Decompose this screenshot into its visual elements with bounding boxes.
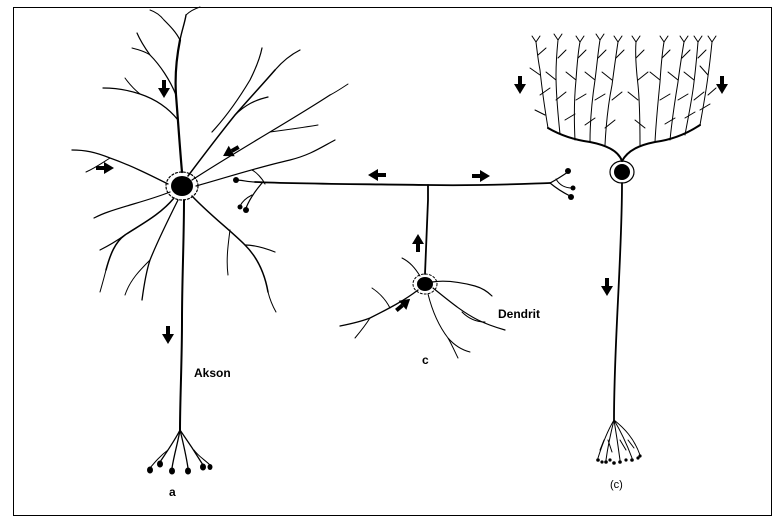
neuron-c-paren-label: (c) (610, 479, 623, 491)
neuron-a-terminal-boutons (147, 461, 213, 475)
neuron-a-axon (180, 200, 184, 430)
right-arrow-icon (472, 170, 490, 182)
neuron-c-terminal-boutons (233, 168, 576, 213)
right-arrow-icon (96, 162, 114, 174)
purkinje-dendritic-tree (530, 34, 716, 145)
down-arrow-icon (514, 76, 526, 94)
neuron-c-soma (417, 277, 433, 291)
neuron-c-label: c (422, 353, 429, 367)
neuron-purkinje (530, 34, 716, 465)
dendrit-label: Dendrit (498, 307, 540, 321)
signal-arrows (96, 76, 728, 344)
neuron-a (72, 7, 348, 468)
down-arrow-icon (158, 80, 170, 98)
down-arrow-icon (601, 278, 613, 296)
left-arrow-icon (368, 169, 386, 181)
neuron-a-apical-dendrite (176, 40, 182, 172)
neuron-c-axon-branch (255, 182, 550, 185)
purkinje-soma (614, 164, 630, 180)
neuron-c (236, 170, 572, 358)
purkinje-terminal-arbor (598, 420, 640, 460)
down-arrow-icon (162, 326, 174, 344)
neuron-a-label: a (169, 485, 176, 499)
neuron-a-soma (171, 176, 193, 196)
purkinje-axon (614, 183, 622, 420)
akson-label: Akson (194, 366, 231, 380)
up-arrow-icon (412, 234, 424, 252)
down-arrow-icon (716, 76, 728, 94)
